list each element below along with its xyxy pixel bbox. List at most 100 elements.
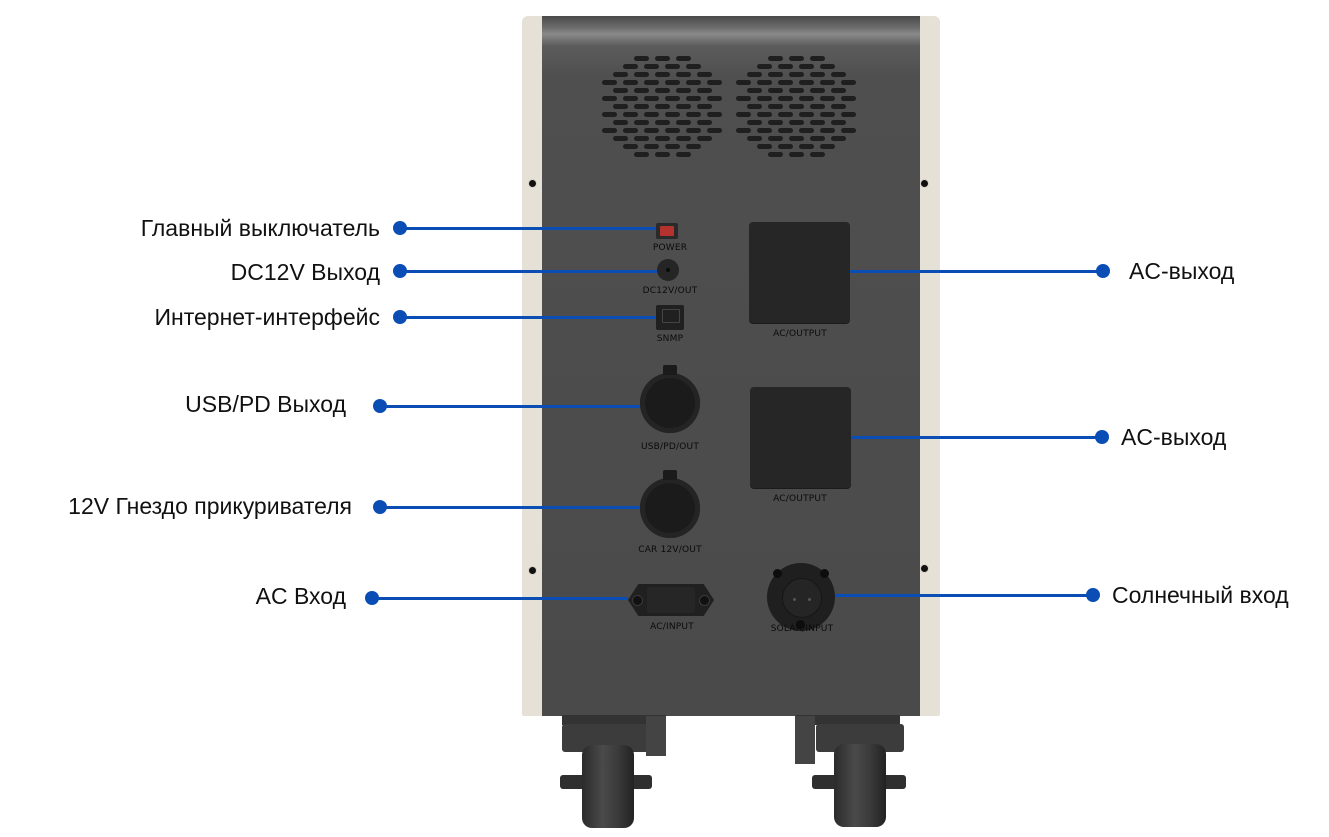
vent-slot	[809, 152, 825, 157]
dc12v-port[interactable]	[657, 259, 679, 281]
vent-slot	[686, 144, 701, 149]
screw-icon	[921, 180, 928, 187]
vent-slot	[767, 136, 783, 141]
vent-slot	[644, 80, 659, 85]
vent-slot	[767, 120, 783, 125]
vent-slot	[820, 80, 835, 85]
vent-slot	[633, 104, 649, 109]
vent-slot	[602, 80, 617, 85]
vent-slot	[746, 88, 762, 93]
vent-slot	[746, 136, 762, 141]
callout-line-internet	[400, 316, 656, 319]
vent-row	[600, 104, 724, 109]
vent-slot	[778, 144, 793, 149]
vent-slot	[757, 80, 772, 85]
vent-slot	[686, 96, 701, 101]
vent-slot	[602, 128, 617, 133]
vent-slot	[623, 80, 638, 85]
ac-output-port-1[interactable]	[749, 222, 850, 323]
vent-slot	[612, 88, 628, 93]
ac-input-port[interactable]	[628, 584, 714, 616]
vent-slot	[778, 96, 793, 101]
cap-tab-icon	[663, 365, 677, 375]
caster-plate	[796, 715, 900, 725]
car12v-port[interactable]	[640, 470, 700, 538]
callout-dc12v-out: DC12V Выход	[230, 259, 380, 285]
ac-output-port-2[interactable]	[750, 387, 851, 488]
vent-slot	[767, 152, 783, 157]
ac-output-label-2: AC/OUTPUT	[773, 494, 827, 504]
callout-car-socket: 12V Гнездо прикуривателя	[68, 493, 352, 519]
vent-slot	[675, 56, 691, 61]
vent-row	[734, 80, 858, 85]
vent-slot	[707, 96, 722, 101]
callout-dot-icon	[393, 264, 407, 278]
vent-slot	[612, 104, 628, 109]
callout-ac-out-1: AC-выход	[1129, 258, 1235, 284]
vent-slot	[623, 96, 638, 101]
vent-slot	[675, 72, 691, 77]
vent-row	[600, 88, 724, 93]
vent-row	[600, 96, 724, 101]
vent-slot	[809, 56, 825, 61]
vent-row	[600, 72, 724, 77]
vent-row	[600, 80, 724, 85]
vent-slot	[602, 96, 617, 101]
mount-hole-icon	[632, 595, 643, 606]
vent-slot	[736, 96, 751, 101]
vent-grille-left	[600, 56, 724, 182]
callout-line-ac-in	[372, 597, 628, 600]
vent-slot	[644, 144, 659, 149]
solar-input-port[interactable]	[767, 563, 835, 631]
power-switch[interactable]	[656, 223, 678, 239]
vent-slot	[612, 120, 628, 125]
vent-slot	[788, 152, 804, 157]
vent-slot	[736, 112, 751, 117]
callout-line-dc12v	[400, 270, 657, 273]
vent-slot	[623, 144, 638, 149]
vent-slot	[820, 96, 835, 101]
vent-row	[734, 112, 858, 117]
vent-slot	[644, 96, 659, 101]
vent-slot	[830, 88, 846, 93]
callout-line-main-switch	[400, 227, 656, 230]
vent-slot	[633, 56, 649, 61]
vent-slot	[820, 112, 835, 117]
screw-icon	[820, 569, 829, 578]
vent-slot	[665, 96, 680, 101]
callout-dot-icon	[373, 500, 387, 514]
car12v-label: CAR 12V/OUT	[638, 545, 702, 555]
vent-slot	[788, 136, 804, 141]
vent-slot	[654, 136, 670, 141]
snmp-port[interactable]	[656, 305, 684, 330]
vent-grille-right	[734, 56, 858, 182]
vent-slot	[696, 72, 712, 77]
vent-slot	[665, 64, 680, 69]
vent-row	[734, 144, 858, 149]
vent-slot	[820, 144, 835, 149]
vent-slot	[633, 88, 649, 93]
vent-slot	[809, 72, 825, 77]
vent-slot	[736, 128, 751, 133]
vent-row	[600, 136, 724, 141]
vent-slot	[778, 80, 793, 85]
ethernet-icon	[662, 309, 680, 323]
caster-plate	[562, 715, 666, 725]
vent-slot	[767, 104, 783, 109]
vent-slot	[654, 72, 670, 77]
vent-slot	[612, 136, 628, 141]
vent-slot	[633, 120, 649, 125]
vent-slot	[675, 120, 691, 125]
vent-slot	[665, 128, 680, 133]
vent-slot	[746, 104, 762, 109]
dc-pin-icon	[666, 268, 670, 272]
vent-slot	[696, 136, 712, 141]
vent-slot	[788, 120, 804, 125]
vent-slot	[841, 112, 856, 117]
caster-brake	[795, 716, 815, 764]
usb-pd-port[interactable]	[640, 365, 700, 433]
vent-row	[600, 64, 724, 69]
vent-slot	[736, 80, 751, 85]
vent-slot	[767, 56, 783, 61]
screw-icon	[796, 620, 805, 629]
